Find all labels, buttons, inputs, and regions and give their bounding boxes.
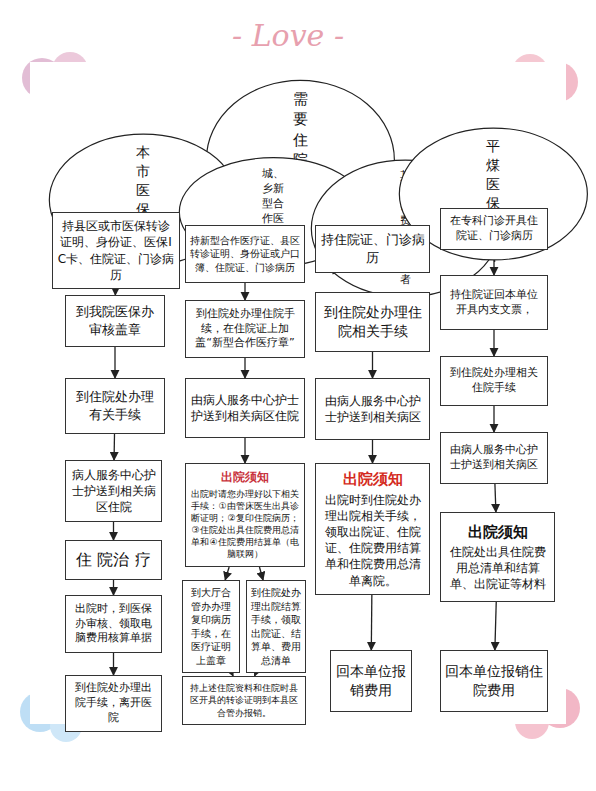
box-text: 到住院处办理住院手续，在住院证上加盖“新型合作医疗章” xyxy=(190,307,300,352)
flow-arrow xyxy=(372,440,373,463)
flow-arrow xyxy=(494,484,496,512)
process-box: 住 院治 疗 xyxy=(65,540,162,580)
process-box: 在专科门诊开具住院证、门诊病历 xyxy=(440,208,548,250)
process-box: 到住院处办理出院手续，离开医院 xyxy=(65,675,162,732)
flow-arrow xyxy=(244,438,245,463)
process-box: 持住院证、门诊病历 xyxy=(315,225,430,273)
flow-arrow xyxy=(259,567,263,580)
process-box: 出院时，到医保办审核、领取电脑费用核算单据 xyxy=(65,595,162,653)
box-text: 到住院处办理出院手续，离开医院 xyxy=(70,681,157,726)
box-text: 到大厅合管办办理复印病历手续，在医疗证明上盖章 xyxy=(187,586,235,667)
process-box: 到住院处办理有关手续 xyxy=(65,378,165,434)
flow-arrow xyxy=(114,347,115,378)
process-box: 回本单位报销费用 xyxy=(330,650,412,712)
flow-arrow xyxy=(493,330,494,356)
process-box: 持县区或市医保转诊证明、身份证、医保IC卡、住院证、门诊病历 xyxy=(52,212,180,289)
flow-arrow xyxy=(244,358,245,378)
box-text: 住院处出具住院费用总清单和结算单、出院证等材料 xyxy=(445,544,550,593)
box-text: 出院时，到医保办审核、领取电脑费用核算单据 xyxy=(70,602,157,647)
process-box: 到住院处办理相关住院手续 xyxy=(440,356,548,406)
box-text: 到住院处办理出院结算手续，领取出院证、结算单、费用总清单 xyxy=(251,586,301,667)
box-text: 在专科门诊开具住院证、门诊病历 xyxy=(445,214,543,244)
box-heading: 出院须知 xyxy=(343,469,403,489)
decorative-title: - Love - xyxy=(232,18,344,53)
process-box: 由病人服务中心护士护送到相关病区住院 xyxy=(185,378,305,438)
flow-arrow xyxy=(225,567,229,580)
process-box: 到大厅合管办办理复印病历手续，在医疗证明上盖章 xyxy=(182,580,240,673)
box-text: 到住院处办理住院相关手续 xyxy=(320,303,425,341)
flow-arrow xyxy=(371,595,373,650)
flow-arrow xyxy=(113,653,114,675)
flow-arrow xyxy=(493,406,494,432)
box-text: 持住院证回本单位开具内支文票， xyxy=(445,288,543,318)
box-text: 回本单位报销住院费用 xyxy=(445,662,543,700)
process-box: 出院须知住院处出具住院费用总清单和结算单、出院证等材料 xyxy=(440,512,555,602)
box-text: 由病人服务中心护士护送到相关病区 xyxy=(445,443,543,473)
process-box: 到住院处办理出院结算手续，领取出院证、结算单、费用总清单 xyxy=(246,580,306,673)
process-box: 到我院医保办审核盖章 xyxy=(65,295,165,347)
process-box: 到住院处办理住院手续，在住院证上加盖“新型合作医疗章” xyxy=(185,300,305,358)
box-text: 到住院处办理有关手续 xyxy=(70,388,160,423)
process-box: 回本单位报销住院费用 xyxy=(440,650,548,712)
box-text: 持县区或市医保转诊证明、身份证、医保IC卡、住院证、门诊病历 xyxy=(57,218,175,283)
process-box: 持上述住院资料和住院时县区开具的转诊证明到本县区合管办报销。 xyxy=(182,676,306,725)
process-box: 出院须知出院时到住院处办理出院相关手续，领取出院证、住院证、住院费用结算单和住院… xyxy=(315,463,430,595)
process-box: 到住院处办理住院相关手续 xyxy=(315,292,430,352)
flow-arrow xyxy=(113,580,114,595)
box-heading: 出院须知 xyxy=(221,469,269,485)
flow-arrow xyxy=(113,434,115,460)
flow-arrow xyxy=(113,522,114,540)
process-box: 由病人服务中心护士护送到相关病区 xyxy=(440,432,548,484)
flow-arrow xyxy=(244,283,245,300)
box-text: 出院时到住院处办理出院相关手续，领取出院证、住院证、住院费用结算单和住院费用总清… xyxy=(320,492,425,589)
process-box: 持住院证回本单位开具内支文票， xyxy=(440,275,548,330)
box-text: 到住院处办理相关住院手续 xyxy=(445,366,543,396)
flow-arrow xyxy=(372,352,373,378)
process-box: 出院须知出院时请您办理好以下相关手续：①由管床医生出具诊断证明；②复印住院病历；… xyxy=(185,463,305,567)
box-text: 住 院治 疗 xyxy=(76,549,150,571)
box-text: 回本单位报销费用 xyxy=(335,662,407,700)
box-text: 持上述住院资料和住院时县区开具的转诊证明到本县区合管办报销。 xyxy=(187,682,301,718)
box-heading: 出院须知 xyxy=(468,522,528,542)
box-text: 由病人服务中心护士护送到相关病区住院 xyxy=(190,392,300,424)
flow-arrow xyxy=(495,602,496,650)
box-text: 持住院证、门诊病历 xyxy=(320,231,425,266)
box-text: 持新型合作医疗证、县区转诊证明、身份证或户口簿、住院证、门诊病历 xyxy=(190,234,300,275)
box-text: 病人服务中心护士护送到相关病区住院 xyxy=(70,467,157,516)
box-text: 出院时请您办理好以下相关手续：①由管床医生出具诊断证明；②复印住院病历；③住院处… xyxy=(190,488,300,561)
process-box: 持新型合作医疗证、县区转诊证明、身份证或户口簿、住院证、门诊病历 xyxy=(185,225,305,283)
box-text: 到我院医保办审核盖章 xyxy=(70,303,160,338)
box-text: 由病人服务中心护士护送到相关病区 xyxy=(320,393,425,425)
process-box: 由病人服务中心护士护送到相关病区 xyxy=(315,378,430,440)
process-box: 病人服务中心护士护送到相关病区住院 xyxy=(65,460,162,522)
